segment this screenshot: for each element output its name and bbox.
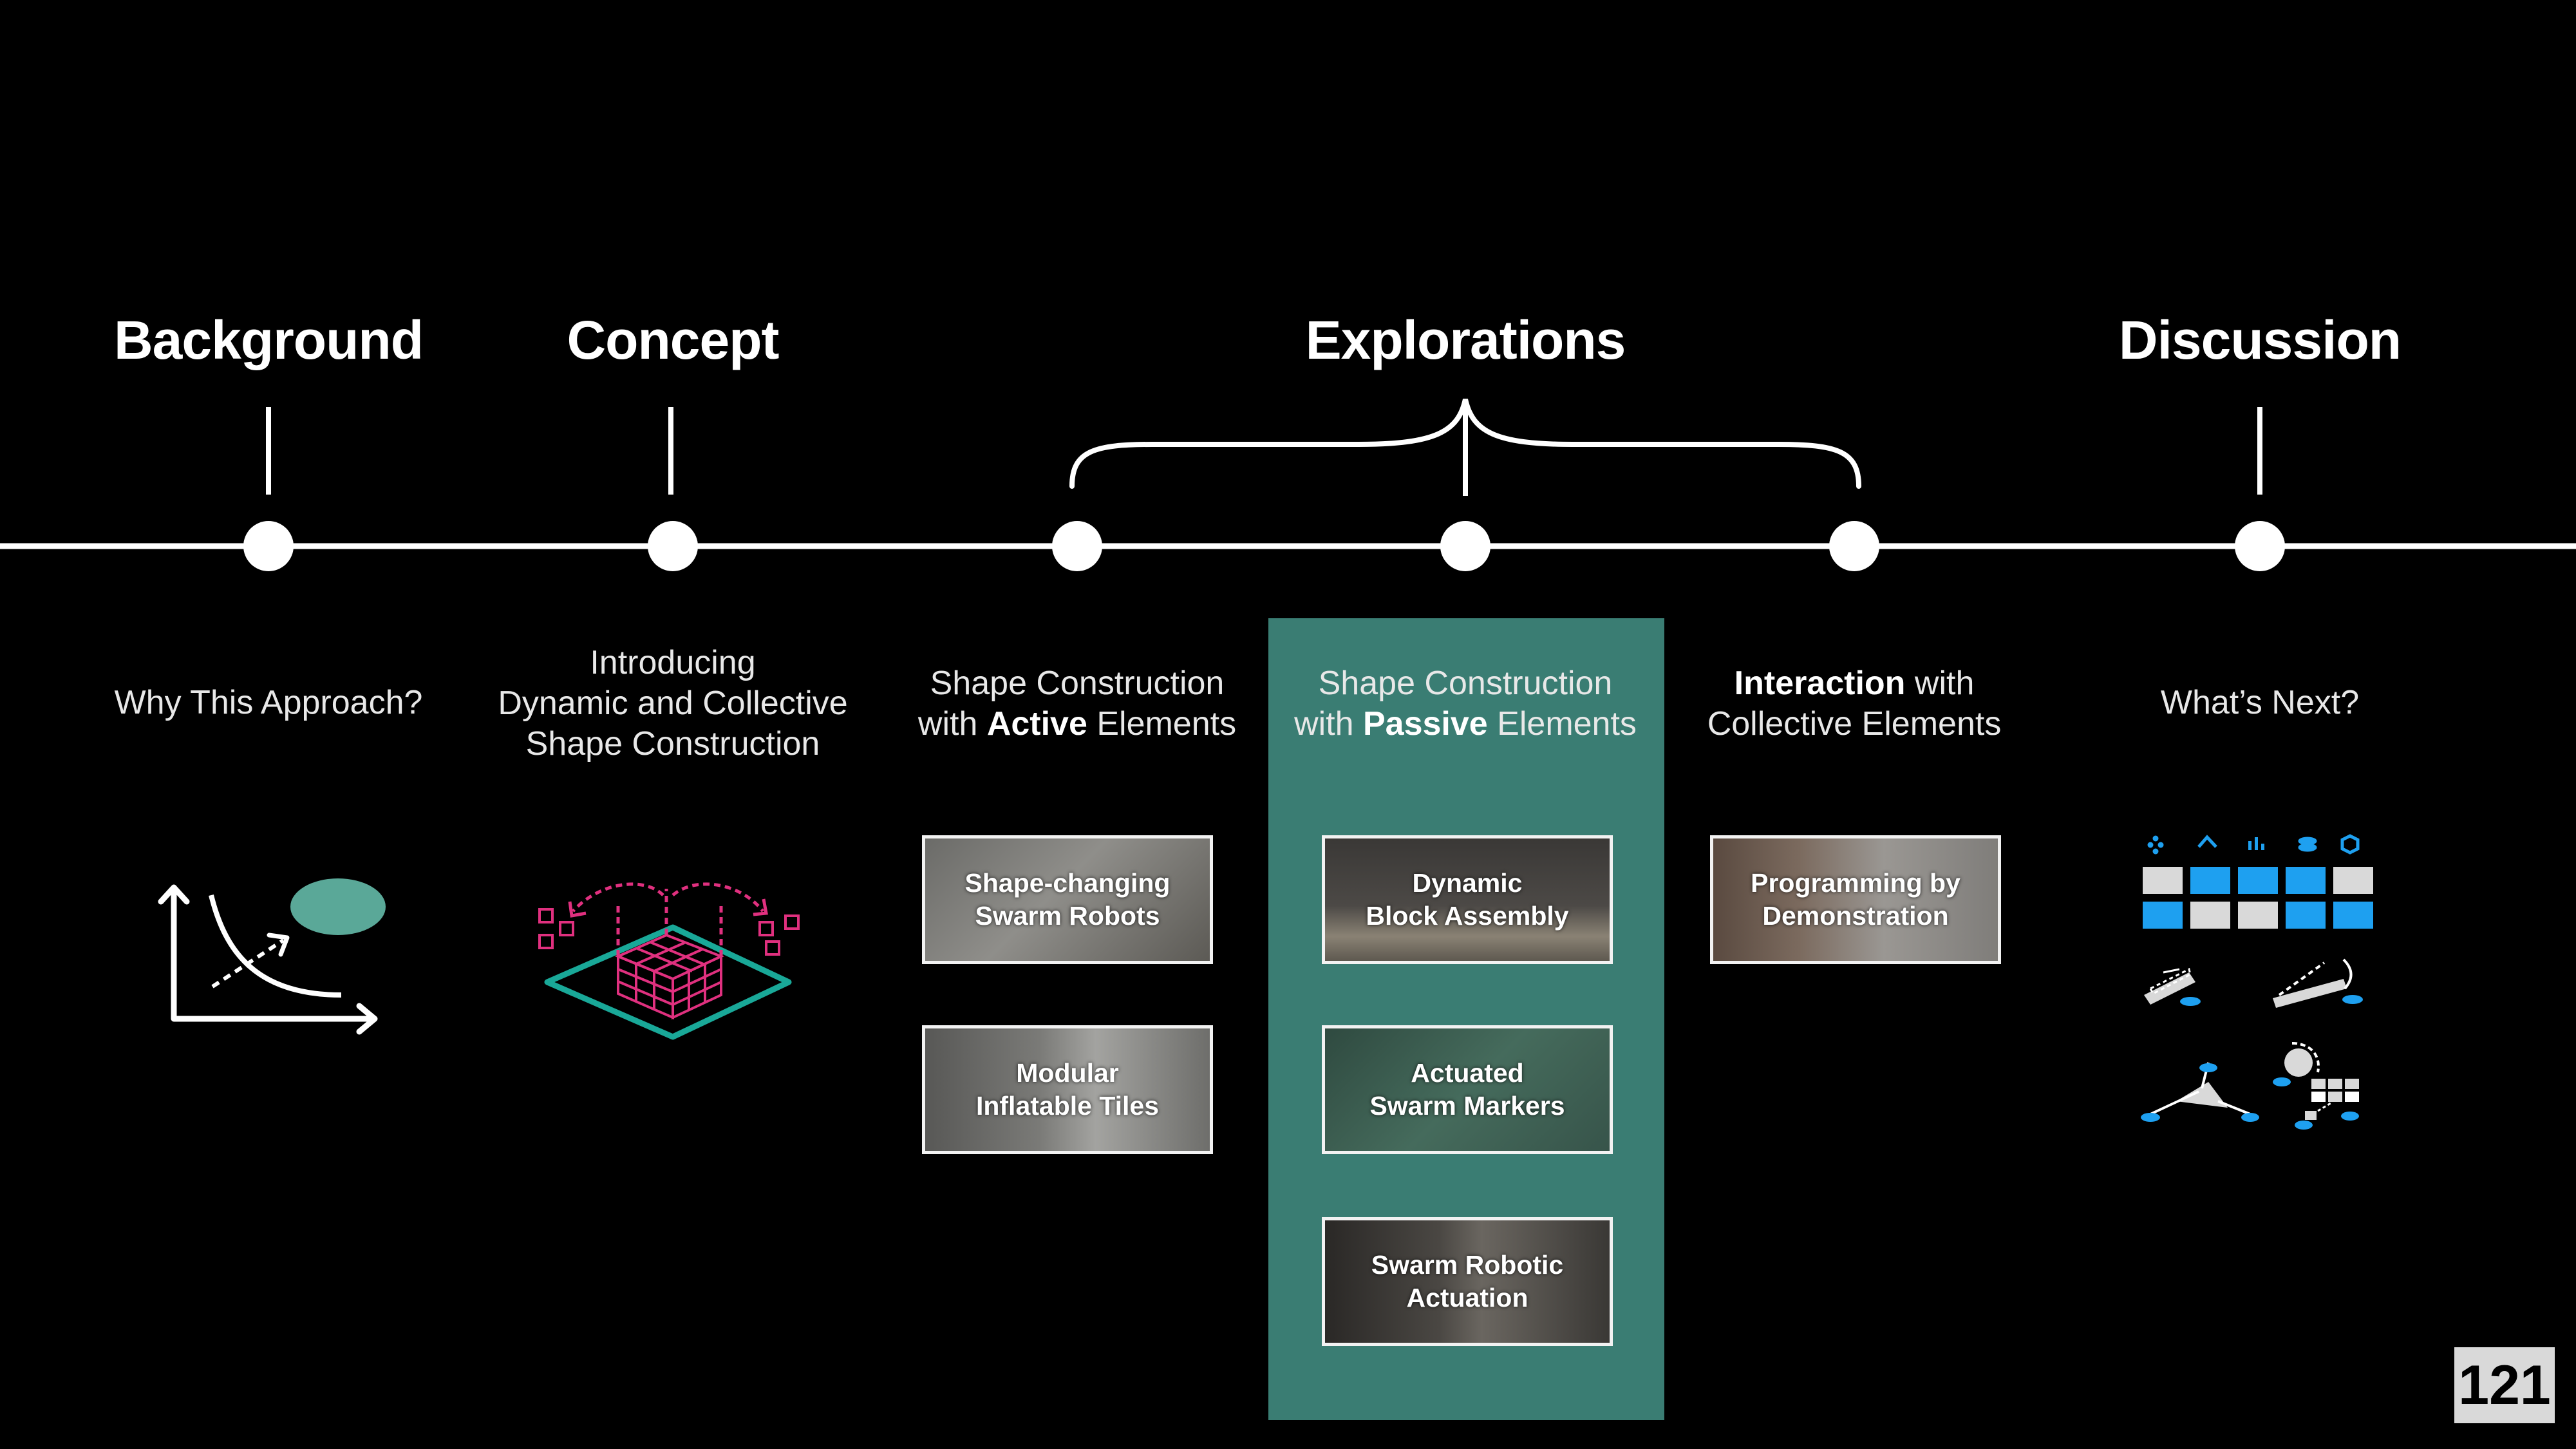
- card-label-line2: Swarm Robots: [975, 901, 1160, 931]
- card-label: Swarm Robotic Actuation: [1371, 1249, 1563, 1314]
- card-label-line2: Demonstration: [1762, 901, 1949, 931]
- card-label-line2: Swarm Markers: [1369, 1091, 1565, 1121]
- passive-line2-bold: Passive: [1362, 705, 1488, 743]
- page-number-badge: 121: [2454, 1347, 2555, 1423]
- tradeoff-graph-icon: [158, 878, 386, 1035]
- card-label-line1: Shape-changing: [964, 868, 1170, 898]
- concept-subtitle-line3: Shape Construction: [525, 725, 820, 762]
- card-label-line2: Inflatable Tiles: [975, 1091, 1160, 1121]
- active-line2-suffix: Elements: [1087, 705, 1237, 743]
- timeline-node-active: [1052, 521, 1102, 571]
- future-work-icons: [2141, 834, 2373, 1130]
- card-photo: [1713, 838, 1998, 961]
- timeline-node-passive: [1440, 521, 1490, 571]
- card-label: Modular Inflatable Tiles: [976, 1057, 1159, 1122]
- card-label-line2: Block Assembly: [1366, 901, 1569, 931]
- background-subtitle: Why This Approach?: [114, 684, 423, 721]
- card-label: Actuated Swarm Markers: [1369, 1057, 1565, 1122]
- card-label-line1: Actuated: [1411, 1058, 1524, 1088]
- passive-elements-subtitle: Shape Construction with Passive Elements: [1294, 663, 1637, 744]
- discussion-title: Discussion: [2118, 310, 2402, 370]
- card-photo: [925, 838, 1210, 961]
- card-actuated-swarm-markers[interactable]: Actuated Swarm Markers: [1322, 1025, 1613, 1154]
- card-label: Programming by Demonstration: [1751, 867, 1960, 933]
- card-label-line1: Programming by: [1751, 868, 1960, 898]
- interaction-line1-suffix: with: [1905, 665, 1975, 702]
- passive-subtitle-line2: with Passive Elements: [1294, 704, 1637, 744]
- card-photo: [925, 1028, 1210, 1151]
- card-label-line1: Dynamic: [1412, 868, 1523, 898]
- passive-line2-suffix: Elements: [1487, 705, 1637, 743]
- active-subtitle-line2: with Active Elements: [918, 704, 1236, 744]
- interaction-subtitle: Interaction with Collective Elements: [1707, 663, 2002, 744]
- active-line2-prefix: with: [917, 705, 987, 743]
- interaction-subtitle-line1: Interaction with: [1707, 663, 2002, 704]
- concept-subtitle: Introducing Dynamic and Collective Shape…: [498, 643, 847, 764]
- card-swarm-robotic-actuation[interactable]: Swarm Robotic Actuation: [1322, 1217, 1613, 1346]
- concept-title: Concept: [567, 310, 780, 370]
- explorations-title: Explorations: [1305, 310, 1626, 370]
- card-shape-changing-swarm-robots[interactable]: Shape-changing Swarm Robots: [922, 835, 1213, 964]
- interaction-subtitle-line2: Collective Elements: [1707, 705, 2002, 743]
- passive-line2-prefix: with: [1294, 705, 1363, 743]
- timeline-node-interaction: [1829, 521, 1879, 571]
- concept-subtitle-line2: Dynamic and Collective: [498, 685, 848, 722]
- concept-subtitle-line1: Introducing: [590, 644, 756, 681]
- card-photo: [1325, 838, 1610, 961]
- active-elements-subtitle: Shape Construction with Active Elements: [918, 663, 1236, 744]
- explorations-brace: [1069, 399, 1861, 489]
- card-modular-inflatable-tiles[interactable]: Modular Inflatable Tiles: [922, 1025, 1213, 1154]
- shape-construction-icon: [538, 882, 800, 1040]
- timeline-node-background: [243, 521, 294, 571]
- card-label: Shape-changing Swarm Robots: [965, 867, 1170, 933]
- card-dynamic-block-assembly[interactable]: Dynamic Block Assembly: [1322, 835, 1613, 964]
- active-subtitle-line1: Shape Construction: [930, 665, 1225, 702]
- passive-subtitle-line1: Shape Construction: [1318, 665, 1613, 702]
- discussion-subtitle: What’s Next?: [2160, 684, 2360, 721]
- card-photo: [1325, 1028, 1610, 1151]
- card-photo: [1325, 1220, 1610, 1343]
- background-title: Background: [113, 310, 424, 370]
- interaction-line1-bold: Interaction: [1734, 665, 1906, 702]
- timeline-node-discussion: [2235, 521, 2285, 571]
- active-line2-bold: Active: [986, 705, 1087, 743]
- card-label-line2: Actuation: [1406, 1283, 1528, 1312]
- card-label-line1: Modular: [1016, 1058, 1119, 1088]
- card-label: Dynamic Block Assembly: [1366, 867, 1568, 933]
- card-label-line1: Swarm Robotic: [1371, 1250, 1564, 1280]
- timeline-node-concept: [648, 521, 698, 571]
- card-programming-by-demonstration[interactable]: Programming by Demonstration: [1710, 835, 2001, 964]
